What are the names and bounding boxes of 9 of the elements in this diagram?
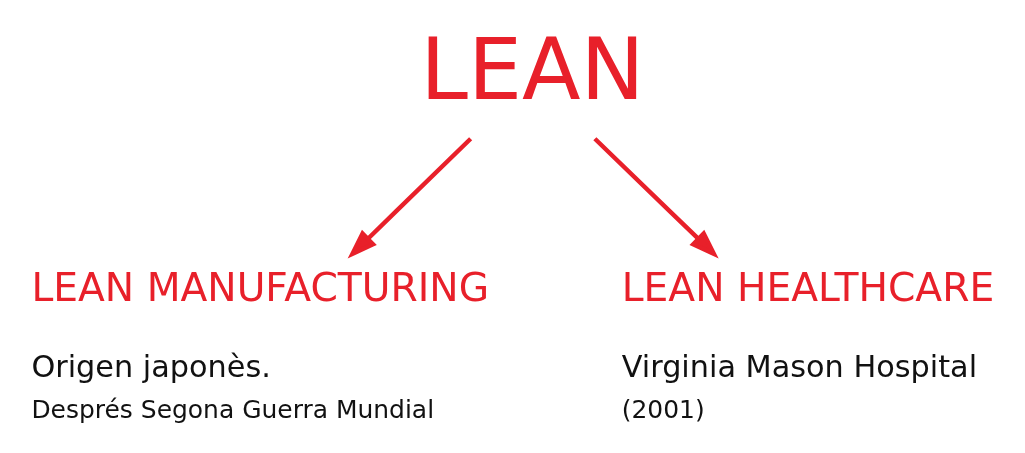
node-label: Virginia Mason Hospital <box>621 349 978 385</box>
node-text: LEAN <box>420 19 645 119</box>
node-label: Origen japonès. <box>31 349 271 385</box>
node-label: Després Segona Guerra Mundial <box>31 394 435 424</box>
arrow <box>347 137 473 259</box>
node-text: LEAN HEALTHCARE <box>621 264 995 310</box>
arrow <box>593 137 719 259</box>
node-text: LEAN MANUFACTURING <box>31 264 490 310</box>
node-label: (2001) <box>621 394 705 424</box>
